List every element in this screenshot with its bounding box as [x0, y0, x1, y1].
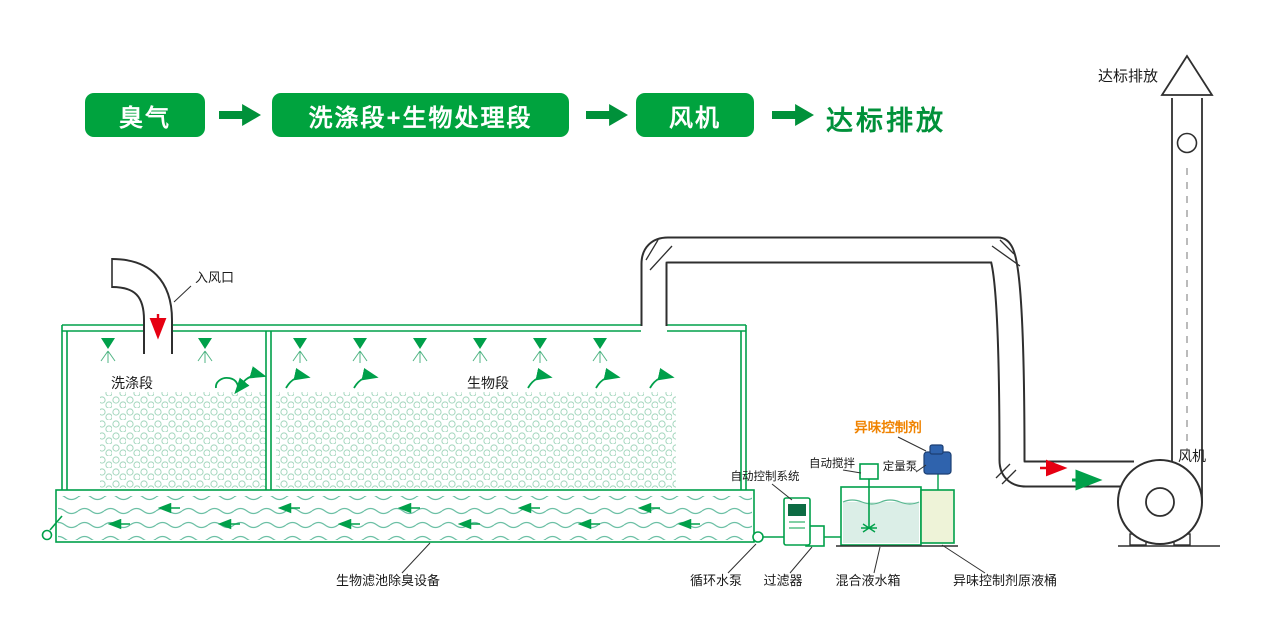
biofilter-tank: 洗涤段 生物段 [41, 324, 755, 543]
auto-mix-label: 自动搅拌 [809, 456, 855, 470]
washing-section-label: 洗涤段 [111, 375, 153, 391]
filter-label: 过滤器 [763, 573, 802, 588]
stack-port [1176, 132, 1198, 154]
centrifugal-fan: 风机 [1117, 448, 1220, 547]
mixing-liquid [843, 502, 919, 543]
packing-media-bio [276, 392, 676, 488]
fan-label: 风机 [1178, 448, 1206, 464]
flow-step-treatment: 洗涤段+生物处理段 [272, 93, 569, 137]
fan-hub [1145, 487, 1175, 517]
exhaust-stack: 达标排放 [1098, 54, 1214, 503]
stack-cap [1160, 54, 1214, 96]
circulation-pump-label: 循环水泵 [690, 573, 742, 588]
metering-pump [923, 451, 952, 475]
section-divider [265, 331, 272, 490]
water-waves [58, 496, 752, 540]
mixing-tank-label: 混合液水箱 [835, 573, 900, 588]
drain-pipe [49, 515, 63, 531]
air-inlet-label: 入风口 [195, 270, 234, 285]
odor-agent-label: 异味控制剂 [854, 419, 922, 435]
flow-step-emission: 达标排放 [826, 106, 946, 136]
outlet-ductwork [640, 236, 1134, 491]
dosing-system: 自动控制系统 自动搅拌 定量泵 异味控制剂 [731, 419, 958, 547]
control-screen [788, 504, 806, 516]
drain-valve [41, 529, 53, 541]
control-panel-lines [789, 521, 805, 529]
flow-step-label: 风机 [669, 104, 721, 132]
circulation-pump [752, 531, 764, 543]
callout-labels: 生物滤池除臭设备 循环水泵 过滤器 混合液水箱 异味控制剂原液桶 [336, 542, 1057, 588]
flow-step-fan: 风机 [636, 93, 754, 137]
flow-step-label: 洗涤段+生物处理段 [308, 104, 533, 132]
auto-control-label: 自动控制系统 [731, 469, 800, 483]
agent-barrel-label: 异味控制剂原液桶 [953, 573, 1057, 588]
water-flow-arrows [107, 502, 700, 530]
agent-barrel [920, 489, 955, 544]
metering-pump-motor [929, 444, 944, 455]
bio-section-label: 生物段 [467, 375, 509, 391]
tank-walls [61, 325, 747, 490]
packing-media-washing [100, 392, 266, 488]
spray-nozzles [100, 338, 608, 363]
duct-elbow-seams [645, 239, 1021, 485]
flow-step-label: 臭气 [119, 104, 171, 132]
gas-flow-arrows [215, 366, 675, 395]
stack-emission-label: 达标排放 [1098, 68, 1158, 85]
metering-pump-label: 定量泵 [883, 459, 918, 473]
equipment-label: 生物滤池除臭设备 [336, 573, 440, 588]
flow-step-odor-gas: 臭气 [85, 93, 205, 137]
mixer-impeller [861, 523, 877, 533]
mixer-motor [859, 463, 879, 480]
water-basin [55, 489, 755, 543]
air-inlet-duct: 入风口 [111, 258, 234, 354]
